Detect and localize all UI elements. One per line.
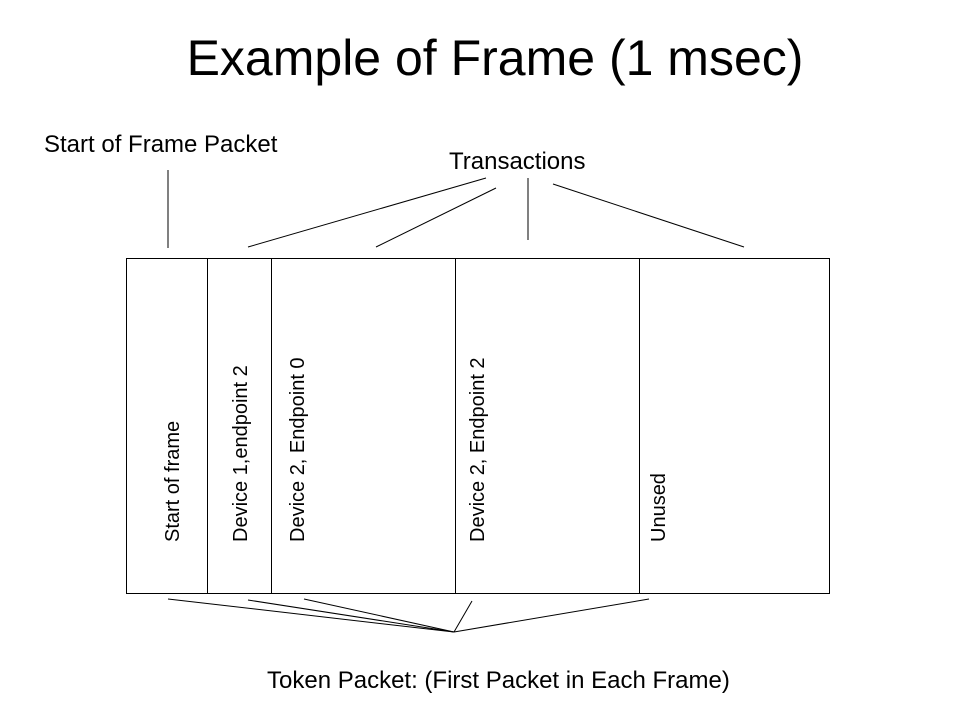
slot-label: Start of frame: [162, 420, 184, 542]
slot-label: Device 2, Endpoint 0: [287, 357, 309, 542]
slot-label: Unused: [648, 473, 670, 542]
slot-label: Device 2, Endpoint 2: [467, 357, 489, 542]
slot-device1-endpoint2: Device 1,endpoint 2: [207, 259, 271, 593]
slot-start-of-frame: Start of frame: [127, 259, 207, 593]
transaction-line-2: [375, 187, 497, 248]
token-line-4: [453, 600, 473, 633]
token-line-3: [303, 598, 455, 633]
slot-device2-endpoint2: Device 2, Endpoint 2: [455, 259, 639, 593]
start-of-frame-packet-label: Start of Frame Packet: [44, 131, 278, 158]
slot-unused: Unused: [639, 259, 829, 593]
transaction-line-1: [247, 177, 487, 248]
token-line-1: [167, 598, 455, 633]
slot-device2-endpoint0: Device 2, Endpoint 0: [271, 259, 455, 593]
frame-box: Start of frame Device 1,endpoint 2 Devic…: [126, 258, 830, 594]
transactions-label: Transactions: [449, 148, 586, 175]
slot-label: Device 1,endpoint 2: [230, 365, 252, 542]
token-line-2: [247, 599, 455, 633]
transaction-line-4: [552, 183, 745, 248]
token-line-5: [453, 598, 650, 633]
diagram-title: Example of Frame (1 msec): [186, 30, 804, 86]
token-packet-label: Token Packet: (First Packet in Each Fram…: [267, 667, 730, 694]
